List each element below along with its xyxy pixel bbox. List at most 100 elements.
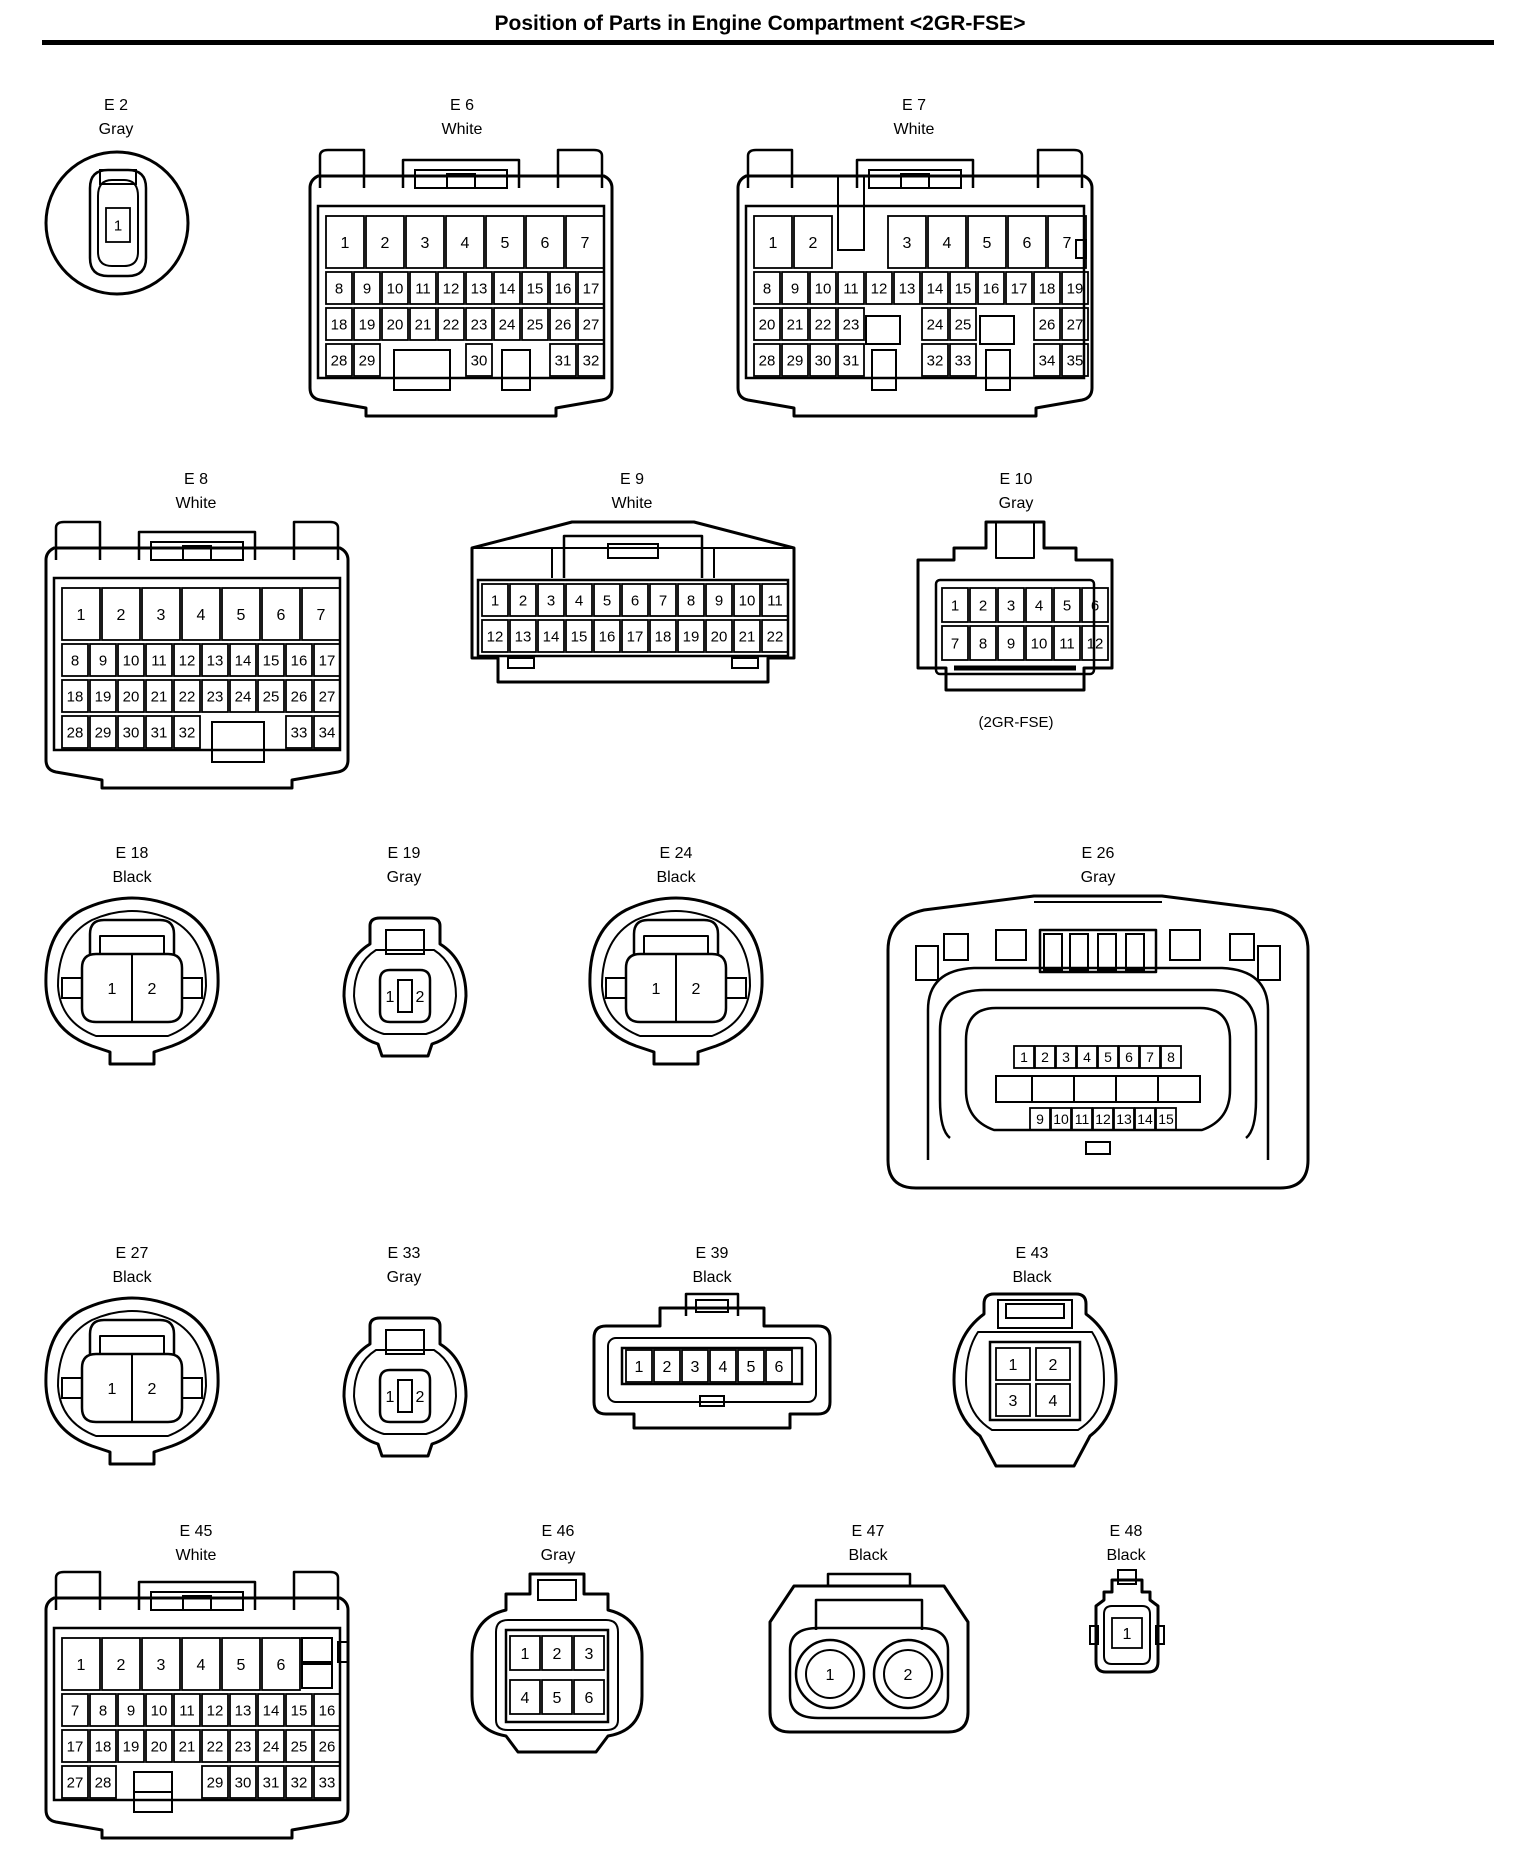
- pin-cavity: [995, 1383, 1031, 1417]
- connector-color: Gray: [1080, 869, 1116, 886]
- pin-number: 19: [1067, 280, 1084, 297]
- pin-number: 31: [151, 724, 168, 741]
- lock-tab: [99, 169, 137, 185]
- pin-cavity: [221, 587, 261, 641]
- connector-color: Gray: [540, 1547, 576, 1564]
- pin-number: 22: [815, 316, 832, 333]
- pin-cavity: [1134, 1107, 1156, 1131]
- pin-number: 9: [99, 652, 107, 669]
- pin-number: 17: [627, 628, 644, 645]
- pin-number: 31: [843, 352, 860, 369]
- pin-cavity: [1139, 1045, 1161, 1069]
- pin-cavity: [89, 643, 117, 677]
- pin-number: 2: [553, 1646, 562, 1663]
- pin-cavity: [733, 583, 761, 617]
- connector-code: E 8: [183, 471, 209, 488]
- pin-number: 19: [683, 628, 700, 645]
- pin-number: 4: [719, 1359, 728, 1376]
- latch-tower: [746, 148, 794, 188]
- pin-number: 10: [1053, 1111, 1069, 1127]
- pin-cavity: [509, 1679, 541, 1715]
- pin-number: 1: [652, 981, 661, 998]
- pin-number: 33: [291, 724, 308, 741]
- housing: [44, 896, 220, 1066]
- housing: [916, 520, 1114, 692]
- pin-cavity: [809, 271, 837, 305]
- pin-number: 3: [157, 607, 166, 624]
- pin-cavity: [521, 307, 549, 341]
- pin-cavity: [405, 215, 445, 269]
- pin-number: 11: [415, 280, 431, 297]
- pin-cavity: [837, 271, 865, 305]
- pin-cavity: [285, 1693, 313, 1727]
- pin-cavity: [285, 1765, 313, 1799]
- connector-color: Black: [1106, 1547, 1146, 1564]
- pin-number: 2: [117, 607, 126, 624]
- pin-number: 22: [767, 628, 784, 645]
- connector-code: E 43: [1015, 1245, 1049, 1262]
- pin-number: 8: [1167, 1049, 1175, 1065]
- pin-cavity: [325, 215, 365, 269]
- pin-cavity: [173, 1729, 201, 1763]
- pin-number: 6: [631, 592, 639, 609]
- pin-number: 20: [123, 688, 140, 705]
- pin-number: 6: [277, 607, 286, 624]
- pin-number: 9: [791, 280, 799, 297]
- pin-cavity: [765, 1349, 793, 1383]
- pin-cavity: [481, 619, 509, 653]
- pin-number: 1: [491, 592, 499, 609]
- pin-number: 7: [1146, 1049, 1154, 1065]
- pin-cavity: [549, 343, 577, 377]
- connector-code: E 26: [1081, 845, 1115, 862]
- pin-number: 1: [108, 981, 117, 998]
- lock-tab: [88, 918, 176, 954]
- connector-color: Black: [112, 1269, 152, 1286]
- pin-number: 26: [1039, 316, 1056, 333]
- pin-number: 1: [951, 597, 959, 614]
- pin-cavity: [313, 1729, 341, 1763]
- pin-number: 5: [553, 1690, 562, 1707]
- connector-color: White: [175, 495, 217, 512]
- pin-cavity: [949, 271, 977, 305]
- pin-cavity: [173, 715, 201, 749]
- pin-cavity: [549, 307, 577, 341]
- pin-number: 11: [767, 592, 783, 609]
- pin-number: 29: [359, 352, 376, 369]
- pin-cavity: [541, 1635, 573, 1671]
- pin-cavity: [1061, 307, 1089, 341]
- center-lock: [137, 530, 257, 560]
- connector-code: E 19: [387, 845, 421, 862]
- lock-tab: [385, 1329, 425, 1355]
- pin-number: 8: [71, 652, 79, 669]
- pin-cavity: [117, 643, 145, 677]
- pin-number: 6: [277, 1657, 286, 1674]
- connector-e48: 1: [1089, 1569, 1165, 1674]
- pin-cavity: [141, 1637, 181, 1691]
- shroud: [926, 966, 1270, 1160]
- housing: [470, 520, 796, 684]
- pin-cavity: [941, 587, 969, 623]
- pin-cavity: [887, 215, 927, 269]
- connector-code: E 47: [851, 1523, 885, 1540]
- pin-cavity: [941, 625, 969, 661]
- pin-cavity: [145, 643, 173, 677]
- pin-number: 30: [815, 352, 832, 369]
- pin-number: 12: [1095, 1111, 1111, 1127]
- pin-number: 16: [319, 1702, 336, 1719]
- pin-number: 21: [179, 1738, 196, 1755]
- pin-cavity: [285, 679, 313, 713]
- pin-number: 16: [599, 628, 616, 645]
- housing: [588, 896, 764, 1066]
- pin-number: 3: [157, 1657, 166, 1674]
- pin-number: 11: [151, 652, 167, 669]
- pin-cavity: [1025, 587, 1053, 623]
- pin-cavity: [353, 271, 381, 305]
- pin-cavity: [409, 271, 437, 305]
- pin-cavity: [1013, 1045, 1035, 1069]
- pin-cavity: [61, 715, 89, 749]
- pin-number: 1: [341, 235, 350, 252]
- pin-number: 20: [711, 628, 728, 645]
- pin-number: 2: [1049, 1357, 1058, 1374]
